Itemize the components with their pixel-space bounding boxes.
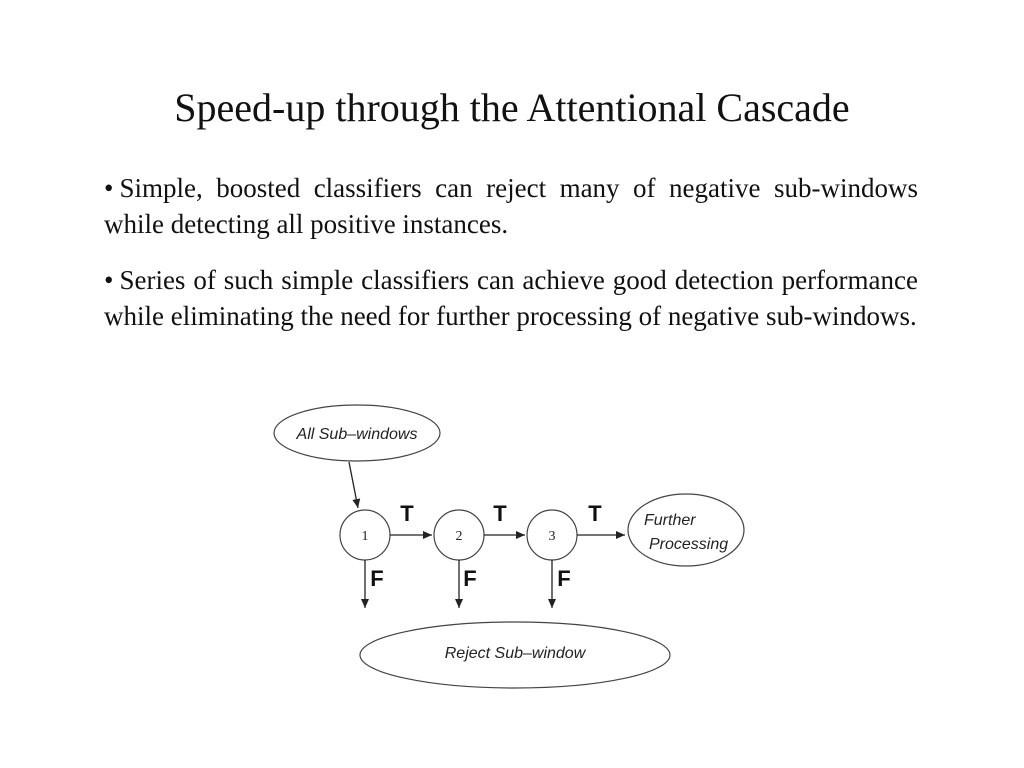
output-label-line1: Further: [644, 512, 696, 529]
true-label-3: T: [588, 501, 602, 526]
bullet-item: •Series of such simple classifiers can a…: [104, 262, 918, 334]
false-label-1: F: [370, 566, 383, 591]
bullet-text: Series of such simple classifiers can ac…: [104, 265, 918, 331]
input-node: [273, 404, 441, 462]
slide-title: Speed-up through the Attentional Cascade: [174, 85, 850, 130]
bullet-list: •Simple, boosted classifiers can reject …: [104, 170, 918, 354]
false-label-3: F: [557, 566, 570, 591]
true-label-1: T: [400, 501, 414, 526]
input-arrow: [348, 461, 361, 509]
input-label: All Sub–windows: [296, 426, 418, 443]
stage-label-1: 1: [362, 529, 369, 544]
bullet-glyph: •: [104, 265, 114, 295]
true-label-2: T: [493, 501, 507, 526]
output-label-line2: Processing: [649, 536, 728, 553]
reject-label: Reject Sub–window: [445, 645, 587, 662]
reject-node: [359, 621, 671, 689]
bullet-item: •Simple, boosted classifiers can reject …: [104, 170, 918, 242]
stage-label-3: 3: [549, 529, 556, 544]
bullet-text: Simple, boosted classifiers can reject m…: [104, 173, 918, 239]
output-node: [627, 493, 745, 567]
stage-label-2: 2: [456, 529, 463, 544]
false-label-2: F: [463, 566, 476, 591]
bullet-glyph: •: [104, 173, 114, 203]
